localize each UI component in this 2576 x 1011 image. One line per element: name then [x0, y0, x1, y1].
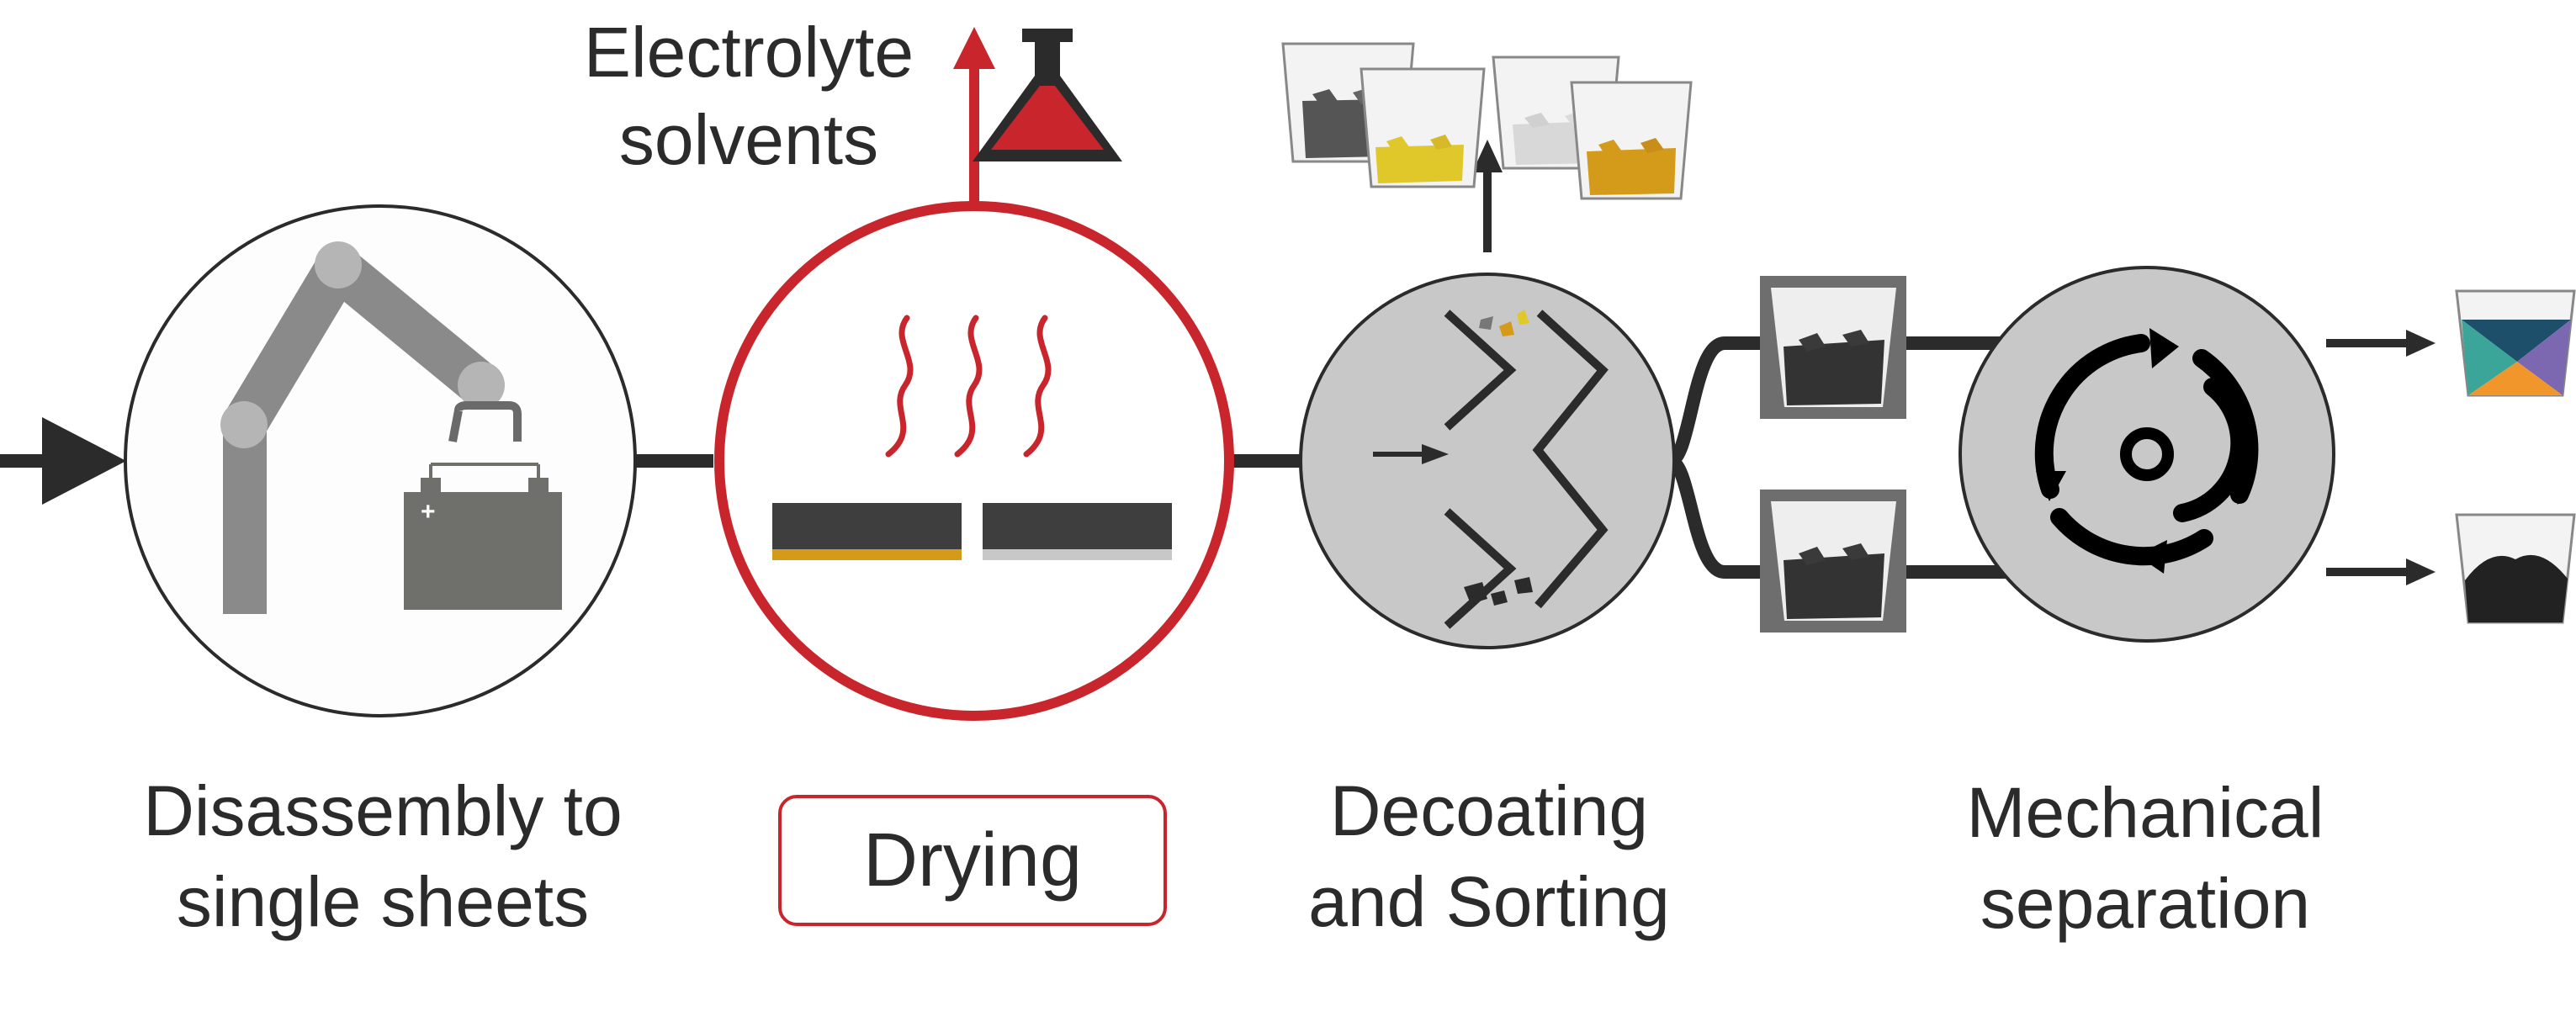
bin-top — [1760, 276, 1906, 419]
battery-icon: + — [404, 463, 562, 610]
separation-label: Mechanical separation — [1893, 767, 2398, 949]
cup-foil-copper — [1360, 67, 1486, 188]
disassembly-label-line1: Disassembly to — [143, 771, 623, 850]
disassembly-label-line2: single sheets — [176, 862, 590, 941]
robot-arm-icon — [220, 241, 522, 614]
output-arrow-top-head — [2406, 330, 2436, 357]
cycle-arrows-icon — [2034, 334, 2259, 566]
feed-arrow-head — [1422, 444, 1449, 464]
drying-label: Drying — [862, 818, 1083, 902]
heat-waves-icon — [885, 315, 1052, 458]
particles-bottom — [1464, 577, 1533, 606]
bin-bottom — [1760, 490, 1906, 633]
separation-label-line1: Mechanical — [1966, 773, 2324, 852]
zigzag-channel-icon — [1444, 310, 1609, 629]
sort-output-arrow-icon — [1472, 140, 1503, 172]
svg-text:+: + — [421, 498, 436, 526]
separation-label-line2: separation — [1980, 864, 2311, 943]
cycle-arrowheads — [2036, 328, 2251, 574]
output-cup-graphite — [2455, 513, 2576, 624]
drying-node — [714, 201, 1234, 721]
separation-node — [1959, 266, 2335, 643]
electrode-sheet-anode — [983, 503, 1172, 560]
particles-top — [1479, 310, 1529, 336]
drying-label-box: Drying — [778, 795, 1167, 926]
cup-foil-aluminium — [1570, 81, 1693, 200]
electrolyte-label-line2: solvents — [618, 100, 879, 179]
electrolyte-label-line1: Electrolyte — [583, 13, 914, 92]
flask-icon — [973, 29, 1122, 161]
vapor-arrow-icon — [953, 27, 995, 69]
output-cup-metals — [2455, 289, 2576, 397]
decoating-label-line2: and Sorting — [1308, 862, 1670, 941]
split-connector-bottom — [1667, 454, 1762, 579]
input-arrow-icon — [42, 417, 126, 505]
decoating-label: Decoating and Sorting — [1245, 765, 1733, 947]
electrode-sheet-cathode — [772, 503, 962, 560]
disassembly-label: Disassembly to single sheets — [67, 765, 698, 947]
decoating-label-line1: Decoating — [1329, 771, 1649, 850]
split-connector-top — [1667, 336, 1762, 468]
output-arrow-bottom-head — [2406, 558, 2436, 585]
electrolyte-solvents-label: Electrolyte solvents — [530, 8, 967, 183]
